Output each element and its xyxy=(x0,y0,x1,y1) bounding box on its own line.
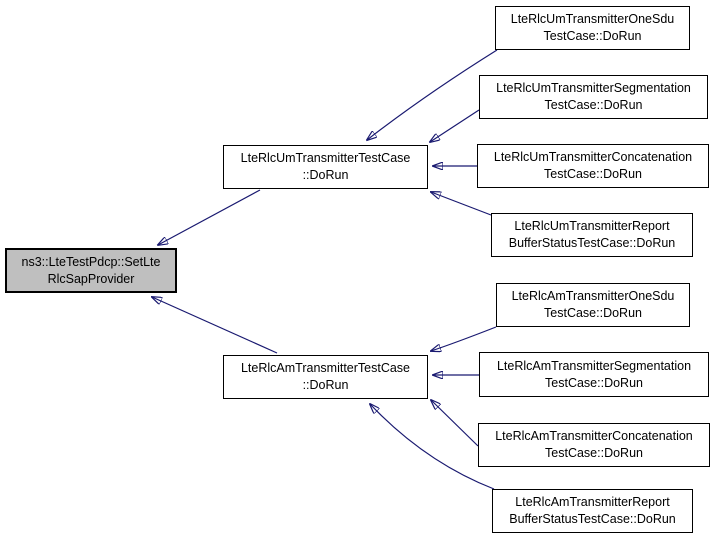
edge-umseg-to-um xyxy=(430,109,480,142)
node-label-line2: RlcSapProvider xyxy=(47,271,135,286)
node-label-line2: TestCase::DoRun xyxy=(544,167,642,181)
node-label-line1: LteRlcAmTransmitterReport xyxy=(515,495,670,510)
edge-um-to-root xyxy=(158,189,261,245)
node-label-line1: LteRlcUmTransmitterOneSdu xyxy=(510,12,675,27)
edge-umonesdu-to-um xyxy=(367,49,498,140)
node-root-setltesapprovider: ns3::LteTestPdcp::SetLte RlcSapProvider xyxy=(5,248,177,293)
node-am-transmitter-testcase-dorun[interactable]: LteRlcAmTransmitterTestCase ::DoRun xyxy=(223,355,428,399)
node-um-transmitter-testcase-dorun[interactable]: LteRlcUmTransmitterTestCase ::DoRun xyxy=(223,145,428,189)
node-am-reportbufferstatus-dorun[interactable]: LteRlcAmTransmitterReport BufferStatusTe… xyxy=(492,489,693,533)
node-label-line1: ns3::LteTestPdcp::SetLte xyxy=(21,254,161,269)
node-label-line1: LteRlcUmTransmitterReport xyxy=(514,219,670,234)
node-label-line1: LteRlcUmTransmitterConcatenation xyxy=(493,150,693,165)
node-label-line2: TestCase::DoRun xyxy=(543,29,642,43)
node-label-line2: ::DoRun xyxy=(302,168,349,182)
node-um-reportbufferstatus-dorun[interactable]: LteRlcUmTransmitterReport BufferStatusTe… xyxy=(491,213,693,257)
node-label-line1: LteRlcUmTransmitterSegmentation xyxy=(496,81,691,96)
node-label-line2: TestCase::DoRun xyxy=(545,375,643,390)
node-um-segmentation-dorun[interactable]: LteRlcUmTransmitterSegmentation TestCase… xyxy=(479,75,708,119)
node-am-concatenation-dorun[interactable]: LteRlcAmTransmitterConcatenation TestCas… xyxy=(478,423,710,467)
edge-umrep-to-um xyxy=(431,192,492,216)
node-label-line1: LteRlcAmTransmitterConcatenation xyxy=(495,429,693,444)
edge-amonesdu-to-am xyxy=(431,326,497,351)
node-label-line2: TestCase::DoRun xyxy=(545,446,643,460)
edge-amrep-to-am xyxy=(370,404,495,490)
node-am-onesdu-dorun[interactable]: LteRlcAmTransmitterOneSdu TestCase::DoRu… xyxy=(496,283,690,327)
node-am-segmentation-dorun[interactable]: LteRlcAmTransmitterSegmentation TestCase… xyxy=(479,352,709,397)
node-label-line2: BufferStatusTestCase::DoRun xyxy=(509,512,676,526)
node-label-line2: ::DoRun xyxy=(302,378,349,392)
node-label-line1: LteRlcAmTransmitterTestCase xyxy=(240,361,411,376)
node-label-line2: BufferStatusTestCase::DoRun xyxy=(508,236,676,250)
edge-am-to-root xyxy=(152,297,278,354)
node-label-line1: LteRlcAmTransmitterOneSdu xyxy=(511,289,675,304)
node-um-onesdu-dorun[interactable]: LteRlcUmTransmitterOneSdu TestCase::DoRu… xyxy=(495,6,690,50)
node-um-concatenation-dorun[interactable]: LteRlcUmTransmitterConcatenation TestCas… xyxy=(477,144,709,188)
node-label-line2: TestCase::DoRun xyxy=(544,306,642,320)
node-label-line2: TestCase::DoRun xyxy=(544,98,643,112)
node-label-line1: LteRlcAmTransmitterSegmentation xyxy=(496,358,692,373)
node-label-line1: LteRlcUmTransmitterTestCase xyxy=(240,151,411,166)
edge-amcon-to-am xyxy=(431,400,479,447)
